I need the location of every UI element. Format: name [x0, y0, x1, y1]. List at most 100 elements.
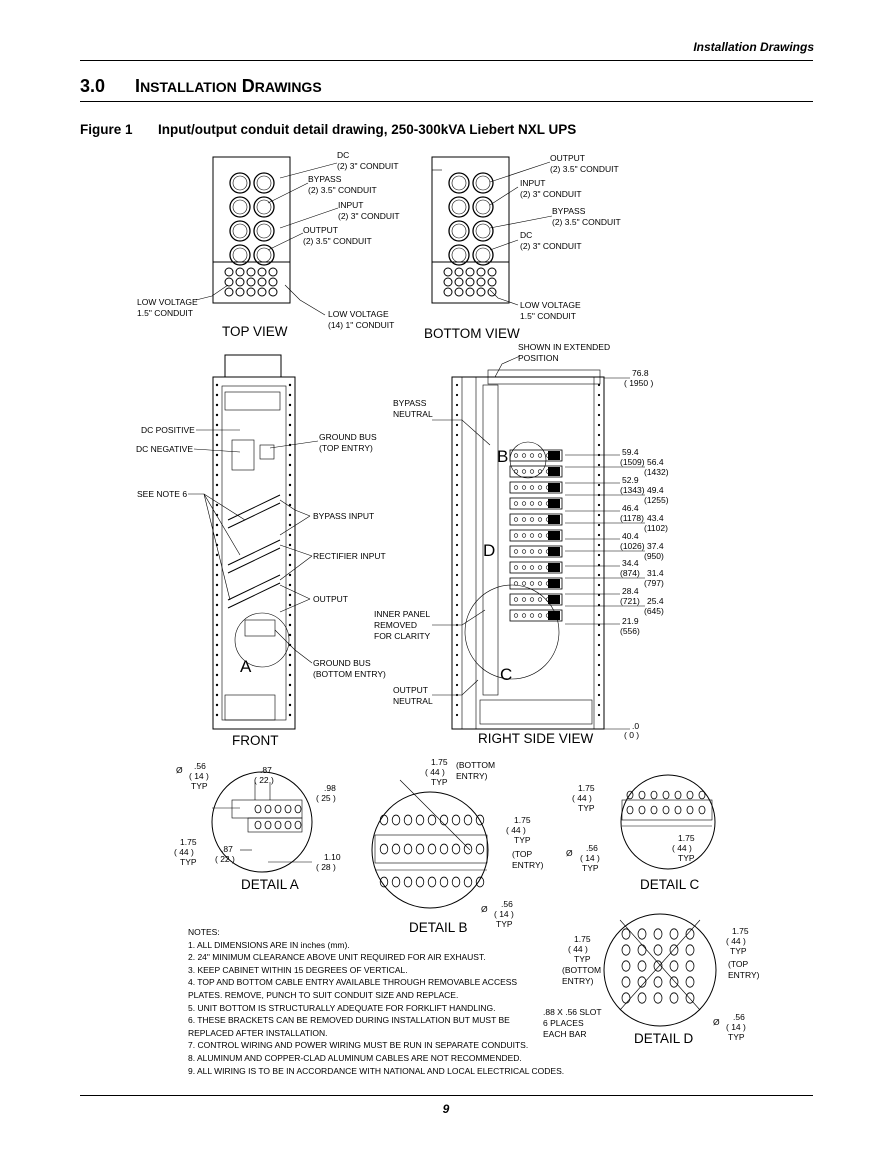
- bv-label: INPUT: [520, 178, 546, 188]
- dc-dim: 1.75: [578, 783, 595, 793]
- rs-dim: 31.4: [647, 568, 664, 578]
- rail-hole: [455, 683, 459, 687]
- db-dim: ENTRY): [456, 771, 488, 781]
- bus-bar-hole: [513, 469, 519, 474]
- conduit-knockout: [448, 196, 470, 218]
- bv-label: (2) 3" CONDUIT: [520, 189, 582, 199]
- low-voltage-knockout: [476, 267, 486, 277]
- low-voltage-knockout: [454, 267, 464, 277]
- detail-hole: [415, 843, 425, 855]
- rail-hole: [597, 423, 601, 427]
- tv-label: DC: [337, 150, 349, 160]
- low-voltage-knockout: [268, 277, 278, 287]
- detail-hole: [674, 790, 682, 800]
- db-dim: Ø: [481, 904, 488, 914]
- bus-bar-hole: [537, 453, 543, 458]
- low-voltage-knockout: [257, 287, 267, 297]
- bus-bar-hole: [513, 485, 519, 490]
- da-dim: TYP: [180, 857, 197, 867]
- detail-slot: [685, 976, 695, 988]
- detail-hole: [451, 876, 461, 888]
- rs-dim-top: 76.8 ( 1950 ) .0 ( 0 ): [624, 368, 653, 740]
- rs-dim: (1509): [620, 457, 645, 467]
- detail-hole: [264, 804, 272, 814]
- rail-hole: [215, 423, 219, 427]
- rs-dim: 43.4: [647, 513, 664, 523]
- rail-hole: [597, 613, 601, 617]
- rail-hole: [455, 523, 459, 527]
- da-dim: Ø: [176, 765, 183, 775]
- rail-hole: [455, 483, 459, 487]
- detail-slot: [637, 928, 647, 940]
- rail-hole: [288, 383, 292, 387]
- detail-hole: [451, 843, 461, 855]
- bv-label: 1.5" CONDUIT: [520, 311, 576, 321]
- dd-dim: EACH BAR: [543, 1029, 586, 1039]
- section-heading: 3.0 INSTALLATION DRAWINGS: [80, 76, 322, 97]
- db-dim: TYP: [496, 919, 513, 929]
- detail-hole: [284, 804, 292, 814]
- rail-hole: [288, 683, 292, 687]
- section-number: 3.0: [80, 76, 106, 96]
- rail-hole: [597, 653, 601, 657]
- dd-dim: 6 PLACES: [543, 1018, 584, 1028]
- tv-label: (2) 3.5" CONDUIT: [308, 185, 377, 195]
- rail-hole: [288, 713, 292, 717]
- bus-bar-hole: [521, 613, 527, 618]
- figure-title: Input/output conduit detail drawing, 250…: [158, 122, 577, 137]
- rs-label: POSITION: [518, 353, 559, 363]
- bus-bar-hole: [537, 549, 543, 554]
- tv-label: (14) 1" CONDUIT: [328, 320, 394, 330]
- dd-dim: (TOP: [728, 959, 748, 969]
- rail-hole: [215, 453, 219, 457]
- rail-hole: [455, 663, 459, 667]
- bus-bar: [509, 513, 563, 526]
- rail-hole: [215, 503, 219, 507]
- conduit-knockout: [472, 172, 494, 194]
- rail-hole: [455, 463, 459, 467]
- detail-hole: [379, 814, 389, 826]
- detail-hole: [698, 805, 706, 815]
- conduit-knockout: [451, 175, 467, 191]
- detail-b-drawing: [371, 779, 489, 909]
- bv-label: BYPASS: [552, 206, 586, 216]
- rail-hole: [597, 643, 601, 647]
- rs-dim: 37.4: [647, 541, 664, 551]
- conduit-knockout: [475, 175, 491, 191]
- db-dim: (TOP: [512, 849, 532, 859]
- low-voltage-knockout: [465, 287, 475, 297]
- rs-detail-letter-c: C: [500, 665, 512, 684]
- dc-dim: ( 44 ): [672, 843, 692, 853]
- bus-lug: [548, 611, 560, 620]
- rail-hole: [597, 483, 601, 487]
- conduit-knockout: [229, 220, 251, 242]
- dd-dim: ENTRY): [562, 976, 594, 986]
- rail-hole: [455, 673, 459, 677]
- note-line: PLATES. REMOVE, PUNCH TO SUIT CONDUIT SI…: [188, 989, 459, 1000]
- rail-hole: [215, 713, 219, 717]
- detail-hole: [403, 814, 413, 826]
- bus-bar-hole: [513, 581, 519, 586]
- bus-bar: [509, 609, 563, 622]
- bus-bar: [509, 497, 563, 510]
- db-dim: 1.75: [431, 757, 448, 767]
- front-label: BYPASS INPUT: [313, 511, 374, 521]
- detail-hole: [415, 876, 425, 888]
- detail-slot: [621, 976, 631, 988]
- bus-lug: [548, 483, 560, 492]
- da-dim: 1.10: [324, 852, 341, 862]
- bus-bar-hole: [521, 485, 527, 490]
- da-dim: TYP: [191, 781, 208, 791]
- rail-hole: [597, 513, 601, 517]
- bus-bar-hole: [537, 597, 543, 602]
- rail-hole: [288, 523, 292, 527]
- rs-dim: (1026): [620, 541, 645, 551]
- note-line: 8. ALUMINUM AND COPPER-CLAD ALUMINUM CAB…: [188, 1052, 522, 1063]
- rs-label: BYPASS: [393, 398, 427, 408]
- right-side-title: RIGHT SIDE VIEW: [478, 731, 594, 746]
- rs-dim: 49.4: [647, 485, 664, 495]
- rail-hole: [455, 443, 459, 447]
- detail-hole: [415, 814, 425, 826]
- rail-hole: [215, 493, 219, 497]
